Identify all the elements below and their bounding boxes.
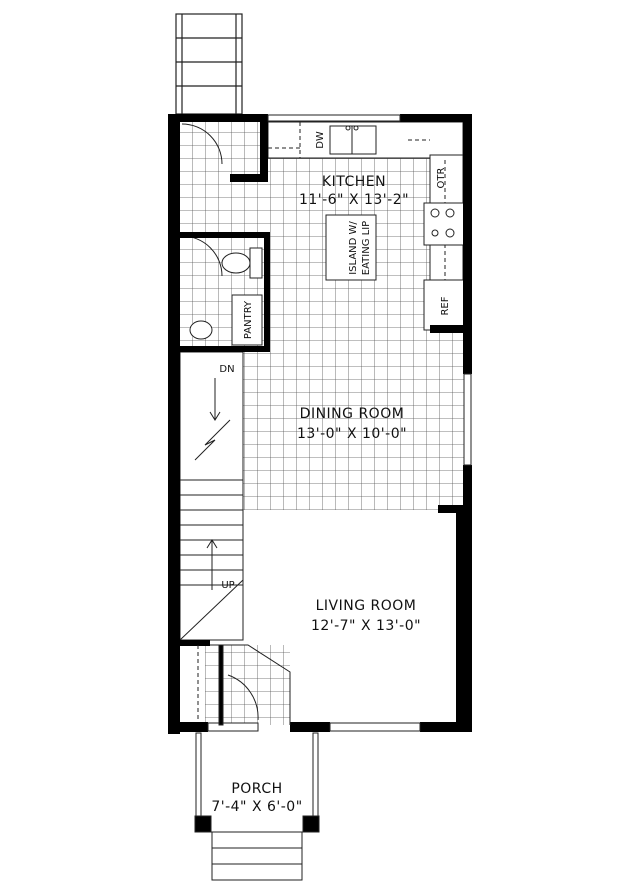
island-label-2: EATING LIP: [361, 221, 372, 275]
dining-room-size: 13'-0" X 10'-0": [297, 426, 407, 442]
living-room-name: LIVING ROOM: [316, 598, 417, 614]
porch-size: 7'-4" X 6'-0": [211, 799, 302, 815]
windows: [207, 114, 472, 732]
pantry: [231, 294, 263, 346]
dishwasher-label: DW: [315, 131, 326, 149]
island-label-1: ISLAND W/: [348, 221, 359, 275]
dining-room-name: DINING ROOM: [300, 406, 405, 422]
range-hood-label: OTR: [436, 167, 447, 188]
porch: [194, 732, 320, 881]
porch-name: PORCH: [231, 781, 282, 797]
kitchen-name: KITCHEN: [322, 174, 386, 190]
walls: [168, 114, 472, 734]
entry-closet: [197, 644, 291, 726]
range-icon: [423, 202, 465, 246]
stairs-up-label: UP: [221, 580, 234, 591]
pantry-label: PANTRY: [243, 300, 254, 339]
stairs-down-label: DN: [219, 364, 234, 375]
rear-steps: [175, 13, 243, 115]
kitchen-size: 11'-6" X 13'-2": [299, 192, 409, 208]
refrigerator-label: REF: [440, 296, 451, 315]
kitchen-island: [325, 214, 377, 281]
entry-tile-floor: [205, 645, 290, 725]
living-room-size: 12'-7" X 13'-0": [311, 618, 421, 634]
sink-icon: [329, 125, 377, 155]
powder-room: [181, 123, 263, 340]
stairs: [179, 351, 244, 641]
